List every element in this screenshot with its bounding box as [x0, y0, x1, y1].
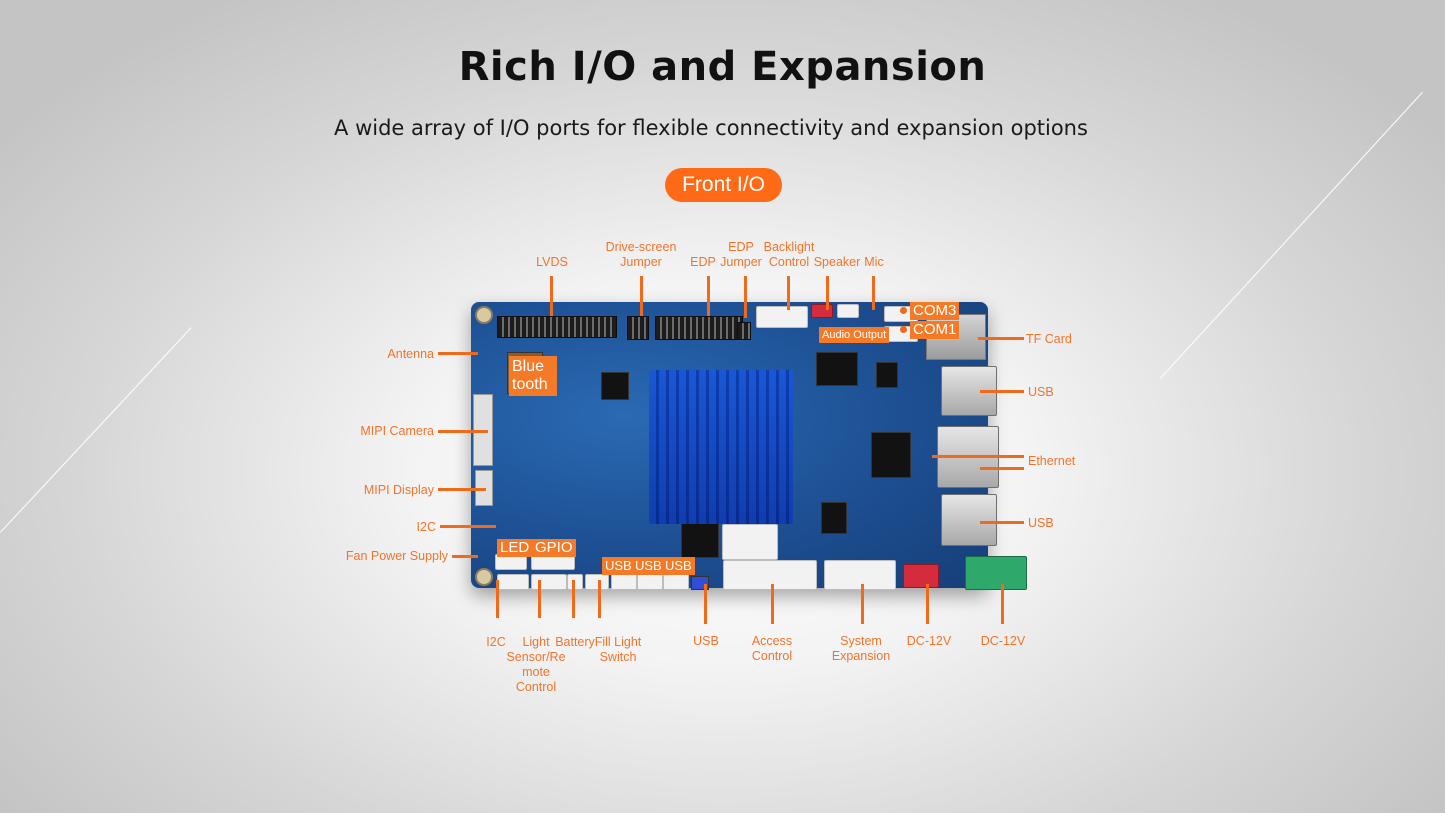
- callout-line-usb-bottom: [980, 521, 1024, 524]
- front-io-badge: Front I/O: [665, 168, 782, 202]
- callout-line-speaker: [826, 276, 829, 310]
- callout-line-i2c-left: [440, 525, 496, 528]
- callout-line-dc12v-2: [1001, 584, 1004, 624]
- callout-line-usb: [704, 584, 707, 624]
- callout-line-fill-light: [598, 580, 601, 618]
- callout-tf-card: TF Card: [1026, 332, 1072, 346]
- callout-usb-right-bottom: USB: [1028, 516, 1054, 530]
- speaker-connector: [811, 304, 833, 318]
- callout-line-i2c-bottom: [496, 580, 499, 618]
- usb-label: USB: [662, 557, 695, 575]
- drive-screen-jumper-header: [627, 316, 649, 340]
- callout-speaker: Speaker: [813, 255, 861, 269]
- relay-module: [722, 524, 778, 560]
- callout-dot: [900, 307, 907, 314]
- callout-usb-bottom: USB: [693, 634, 719, 648]
- callout-line-edp: [707, 276, 710, 316]
- callout-line-ethernet-2: [980, 467, 1024, 470]
- fill-light-connector: [585, 574, 609, 590]
- callout-line-dc12v-1: [926, 584, 929, 624]
- callout-usb-right-top: USB: [1028, 385, 1054, 399]
- callout-lvds: LVDS: [536, 255, 568, 269]
- callout-line-ethernet-1: [932, 455, 1024, 458]
- page-title: Rich I/O and Expansion: [458, 44, 987, 90]
- callout-line-tf-card: [978, 337, 1024, 340]
- callout-line-fan: [452, 555, 478, 558]
- decorative-line-left: [0, 327, 192, 533]
- callout-battery: Battery: [555, 635, 595, 649]
- callout-line-battery: [572, 580, 575, 618]
- callout-line-drive-screen-jumper: [640, 276, 643, 316]
- callout-i2c-bottom: I2C: [486, 635, 506, 649]
- mounting-hole: [475, 568, 493, 586]
- callout-i2c-left: I2C: [416, 520, 436, 534]
- i2c-connector: [497, 574, 529, 590]
- callout-line-mipi-camera: [438, 430, 488, 433]
- lvds-header: [497, 316, 617, 338]
- callout-fill-light-switch: Fill Light Switch: [594, 635, 642, 664]
- page-subtitle: A wide array of I/O ports for flexible c…: [334, 116, 1088, 140]
- dc-12v-connector: [903, 564, 939, 588]
- callout-fan-power-supply: Fan Power Supply: [345, 549, 448, 563]
- callout-mipi-display: MIPI Display: [363, 483, 434, 497]
- callout-line-system-expansion: [861, 584, 864, 624]
- callout-antenna: Antenna: [387, 347, 434, 361]
- mounting-hole: [475, 306, 493, 324]
- callout-line-mipi-display: [438, 488, 486, 491]
- chip: [871, 432, 911, 478]
- com1-label: COM1: [910, 321, 960, 339]
- callout-line-access-control: [771, 584, 774, 624]
- bluetooth-label: Blue tooth: [509, 356, 557, 396]
- callout-line-mic: [872, 276, 875, 310]
- light-sensor-connector: [531, 574, 567, 590]
- heatsink: [649, 370, 793, 524]
- callout-line-light-sensor: [538, 580, 541, 618]
- callout-dc-12v-1: DC-12V: [906, 634, 952, 648]
- system-expansion-connector: [824, 560, 896, 590]
- chip: [816, 352, 858, 386]
- chip: [876, 362, 898, 388]
- callout-drive-screen-jumper: Drive-screen Jumper: [605, 240, 677, 269]
- callout-line-usb-top: [980, 390, 1024, 393]
- chip: [821, 502, 847, 534]
- callout-line-edp-jumper: [744, 276, 747, 318]
- callout-dot: [900, 326, 907, 333]
- chip: [601, 372, 629, 400]
- callout-line-antenna: [438, 352, 478, 355]
- battery-connector: [567, 574, 583, 590]
- callout-dc-12v-2: DC-12V: [980, 634, 1026, 648]
- backlight-connector: [756, 306, 808, 328]
- callout-ethernet: Ethernet: [1028, 454, 1076, 468]
- callout-mic: Mic: [864, 255, 884, 269]
- callout-light-sensor: Light Sensor/Re mote Control: [506, 635, 566, 694]
- usb-port-stack: [941, 494, 997, 546]
- mic-connector: [837, 304, 859, 318]
- usb-label: USB: [602, 557, 635, 575]
- callout-line-lvds: [550, 276, 553, 316]
- callout-edp-jumper: EDP Jumper: [720, 240, 762, 269]
- usb-label: USB: [632, 557, 665, 575]
- callout-backlight-control: Backlight Control: [763, 240, 815, 269]
- callout-system-expansion: System Expansion: [831, 634, 891, 663]
- callout-mipi-camera: MIPI Camera: [360, 424, 434, 438]
- com3-label: COM3: [910, 302, 960, 320]
- callout-access-control: Access Control: [751, 634, 793, 663]
- access-control-connector: [723, 560, 817, 590]
- led-label: LED: [497, 539, 533, 557]
- callout-edp: EDP: [690, 255, 716, 269]
- dc-12v-terminal: [965, 556, 1027, 590]
- edp-header: [655, 316, 743, 340]
- audio-output-label: Audio Output: [819, 327, 890, 343]
- edp-jumper-header: [737, 322, 751, 340]
- gpio-label: GPIO: [532, 539, 576, 557]
- callout-line-backlight: [787, 276, 790, 310]
- chip: [681, 522, 719, 558]
